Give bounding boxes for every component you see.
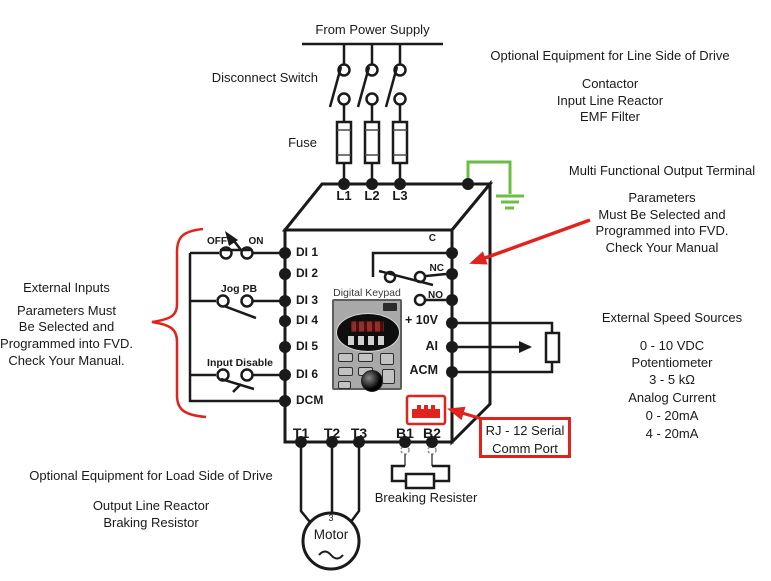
keypad-button [338,367,353,376]
disconnect-switch-label: Disconnect Switch [211,70,318,85]
external-inputs-note: Be Selected and [18,319,115,334]
terminal-di2: DI 2 [296,266,319,280]
keypad-round-button [361,370,383,392]
rj12-callout-line: RJ - 12 Serial [485,423,565,438]
rj12-callout-line: Comm Port [492,441,558,456]
terminal-10v: + 10V [404,313,438,327]
speed-source-item: 3 - 5 kΩ [649,372,695,387]
terminal-t2: T2 [323,425,341,441]
keypad-led-display [351,321,384,332]
fuse-label: Fuse [288,135,317,150]
external-inputs-note: Parameters Must [17,303,116,318]
relay-output-contact [371,251,452,307]
speed-source-item: 0 - 20mA [645,408,699,423]
digital-keypad-image [332,299,402,392]
braking-resistor-circuit [390,445,451,490]
speed-source-item: Analog Current [628,390,716,405]
terminal-dcm: DCM [296,393,324,407]
keypad-logo [383,303,397,311]
rj12-connector-icon [405,394,447,426]
input-disable-label: Input Disable [207,357,273,369]
terminal-acm: ACM [409,363,438,377]
fuse-icon [335,120,409,165]
keypad-button [380,353,394,365]
terminal-c: C [428,233,436,244]
external-input-wiring [188,251,285,403]
load-side-item: Braking Resistor [103,515,199,530]
earth-ground-icon [466,160,524,210]
external-inputs-title: External Inputs [23,280,110,295]
keypad-button [338,381,351,389]
output-terminal-note: Must Be Selected and [598,207,726,222]
disconnect-switch-icon [328,63,407,108]
nc-annotation-arrow [469,218,591,265]
breaking-resister-label: Breaking Resister [374,490,478,505]
speed-source-item: Potentiometer [631,355,713,370]
external-inputs-note: Programmed into FVD. [0,336,133,351]
on-off-switch-icon [219,231,254,260]
speed-sources-title: External Speed Sources [601,310,743,325]
potentiometer-icon [544,331,561,364]
external-inputs-note: Check Your Manual. [8,353,125,368]
off-label: OFF [207,236,227,247]
terminal-di3: DI 3 [296,293,319,307]
line-side-item: EMF Filter [580,109,640,124]
output-terminal-note: Programmed into FVD. [595,223,729,238]
line-side-item: Contactor [581,76,639,91]
load-side-item: Output Line Reactor [92,498,210,513]
terminal-di4: DI 4 [296,313,319,327]
on-label: ON [248,236,264,247]
terminal-di1: DI 1 [296,245,319,259]
terminal-dots [279,178,474,448]
motor-label: Motor [313,527,349,542]
terminal-b2: B2 [423,425,441,441]
speed-source-item: 0 - 10 VDC [639,338,705,353]
rj12-comm-port-callout: RJ - 12 Serial Comm Port [479,417,571,458]
output-terminal-note: Parameters [628,190,696,205]
keypad-mini-buttons [348,336,388,345]
load-side-title: Optional Equipment for Load Side of Driv… [29,468,273,483]
terminal-di5: DI 5 [296,339,319,353]
terminal-nc: NC [429,263,444,274]
keypad-button [338,353,353,362]
terminal-l3: L3 [392,188,408,203]
output-terminal-title: Multi Functional Output Terminal [568,163,756,178]
terminal-di6: DI 6 [296,367,319,381]
jog-pb-label: Jog PB [220,283,258,295]
terminal-ai: AI [425,339,439,353]
output-terminal-note: Check Your Manual [605,240,719,255]
keypad-button [358,353,373,362]
terminal-l2: L2 [364,188,380,203]
external-inputs-brace [151,227,207,419]
keypad-button [382,369,395,384]
power-supply-label: From Power Supply [315,22,430,37]
input-disable-switch-icon [216,368,255,393]
terminal-no: NO [428,290,443,301]
terminal-b1: B1 [396,425,414,441]
jog-pushbutton-icon [216,294,257,320]
speed-source-item: 4 - 20mA [645,426,699,441]
line-side-title: Optional Equipment for Line Side of Driv… [490,48,730,63]
terminal-t1: T1 [292,425,310,441]
keypad-display-oval [336,313,400,352]
line-side-item: Input Line Reactor [556,93,664,108]
terminal-l1: L1 [336,188,352,203]
analog-input-wiring [452,321,554,374]
motor-phase-label: 3 [328,513,334,523]
terminal-t3: T3 [350,425,368,441]
digital-keypad-label: Digital Keypad [333,287,401,299]
power-supply-wiring [302,42,443,179]
motor-icon [301,511,361,571]
